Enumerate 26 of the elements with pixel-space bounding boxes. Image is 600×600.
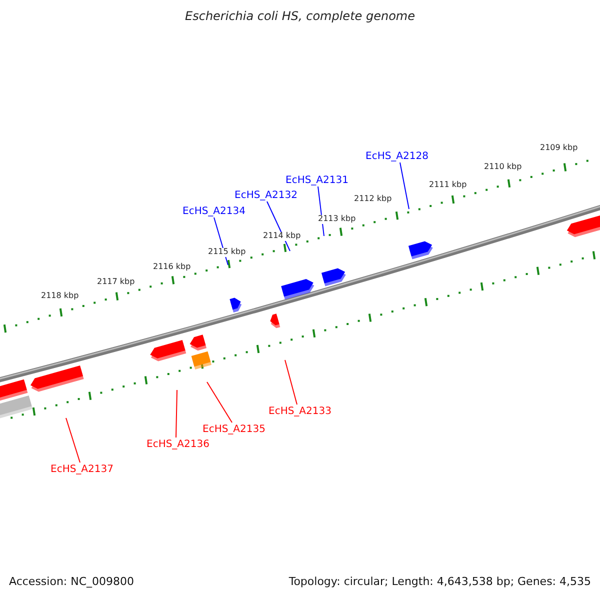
scale-tick-label: 2112 kbp	[354, 195, 392, 204]
leader-line	[400, 162, 410, 210]
footer-note: Topology: circular; Length: 4,643,538 bp; Genes: 4,535	[288, 576, 591, 588]
scale-tick-label: 2118 kbp	[41, 292, 79, 301]
chart-title: Escherichia coli HS, complete genome	[184, 10, 416, 24]
leader-line	[176, 390, 178, 438]
scale-tick-label: 2114 kbp	[263, 232, 301, 241]
gene-label: EcHS_A2134	[182, 206, 246, 216]
scale-tick-label: 2111 kbp	[429, 181, 467, 190]
scale-tick-label: 2115 kbp	[208, 248, 246, 257]
leader-line	[284, 360, 298, 405]
scale-tick-label: 2116 kbp	[153, 263, 191, 272]
scale-tick-label: 2113 kbp	[318, 215, 356, 224]
gene-label: EcHS_A2136	[146, 438, 210, 450]
gene-label: EcHS_A2132	[234, 190, 298, 200]
scale-tick-label: 2109 kbp	[540, 144, 578, 153]
gene-label: EcHS_A2128	[366, 150, 428, 162]
gene-label: EcHS_A2133	[268, 406, 332, 416]
footer-note: Accession: NC_009800	[9, 576, 134, 588]
gene-label: EcHS_A2135	[202, 424, 266, 434]
gene-label: EcHS_A2131	[286, 174, 348, 186]
gene-label: EcHS_A2137	[50, 464, 114, 474]
scale-tick-label: 2117 kbp	[97, 278, 135, 287]
leader-line	[66, 418, 80, 463]
leader-line	[206, 382, 232, 423]
scale-tick-label: 2110 kbp	[484, 163, 522, 172]
